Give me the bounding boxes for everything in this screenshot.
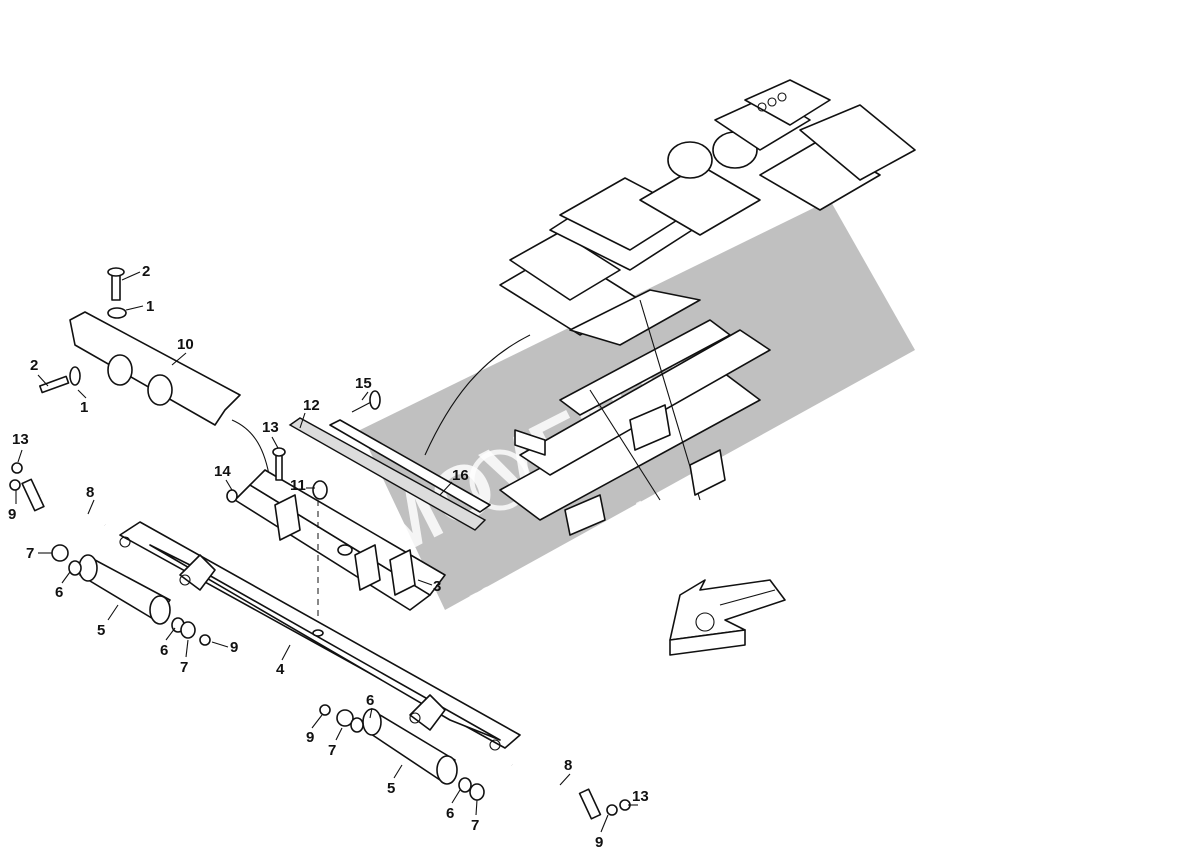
callout-7d: 7	[471, 817, 479, 834]
shafts	[21, 478, 602, 820]
bracket-assembly	[39, 267, 271, 481]
callout-9b: 9	[230, 639, 238, 656]
callout-12: 12	[303, 397, 320, 414]
callout-7c: 7	[328, 742, 336, 759]
leader-lines	[15, 271, 638, 833]
callout-8b: 8	[564, 757, 572, 774]
callout-9d: 9	[595, 834, 603, 848]
callout-5b: 5	[387, 780, 395, 797]
panel-plate	[288, 390, 491, 531]
callout-4: 4	[276, 661, 285, 678]
callout-3: 3	[433, 578, 441, 595]
mounting-bracket	[226, 447, 446, 630]
callout-8a: 8	[86, 484, 94, 501]
main-beam	[119, 521, 521, 751]
callout-7a: 7	[26, 545, 34, 562]
callout-2a: 2	[142, 263, 150, 280]
callout-2b: 2	[30, 357, 38, 374]
frame-detail	[499, 299, 771, 536]
callout-6b: 6	[160, 642, 168, 659]
callout-6d: 6	[446, 805, 454, 822]
callout-9a: 9	[8, 506, 16, 523]
callout-10: 10	[177, 336, 194, 353]
callouts: 2 1 10 2 1 15 12 13 13 14 11 16 9 8 7 6 …	[8, 263, 649, 848]
callout-13b: 13	[12, 431, 29, 448]
callout-7b: 7	[180, 659, 188, 676]
callout-6c: 6	[366, 692, 374, 709]
callout-9c: 9	[306, 729, 314, 746]
callout-11: 11	[290, 477, 306, 494]
callout-13c: 13	[632, 788, 649, 805]
vehicle-overview	[424, 79, 916, 456]
callout-6a: 6	[55, 584, 63, 601]
callout-1b: 1	[80, 399, 88, 416]
callout-16: 16	[452, 467, 469, 484]
callout-5a: 5	[97, 622, 105, 639]
callout-14: 14	[214, 463, 231, 480]
callout-13a: 13	[262, 419, 279, 436]
direction-arrow-icon	[669, 579, 786, 656]
callout-1a: 1	[146, 298, 154, 315]
callout-15: 15	[355, 375, 372, 392]
